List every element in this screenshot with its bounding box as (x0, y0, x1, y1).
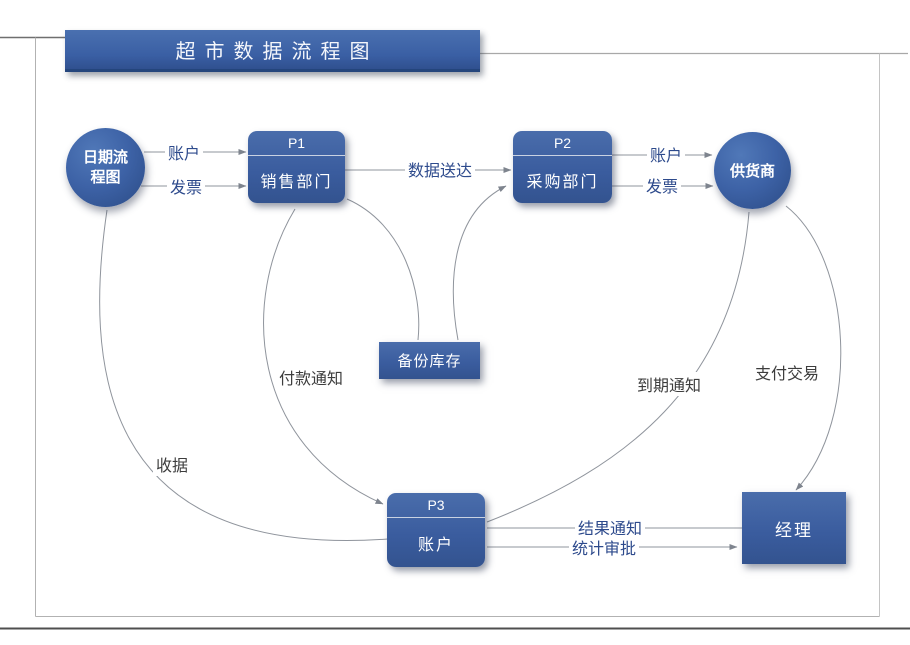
edge-label-stats-approval: 统计审批 (568, 535, 640, 559)
diagram-title-banner: 超市数据流程图 (65, 30, 480, 72)
node-backup-store: 备份库存 (379, 342, 480, 379)
edge-label-payment-notice: 付款通知 (275, 365, 347, 389)
edge-label-account-right: 账户 (646, 142, 686, 166)
edge-p1-store-curve (346, 198, 420, 341)
edge-label-account-left: 账户 (164, 140, 204, 164)
edge-store-p2-curve (452, 185, 507, 341)
node-p1-label: 销售部门 (260, 173, 333, 191)
edge-p3-supplier-due-curve (486, 211, 750, 523)
edge-dateflow-p3-receipt-curve (99, 209, 389, 541)
node-supplier: 供货商 (714, 132, 791, 209)
node-date-flow-label: 日期流程图 (82, 149, 128, 186)
node-p3-account: P3 账户 (387, 493, 485, 567)
edge-supplier-manager-pay-curve (785, 205, 842, 491)
edge-label-due-notice: 到期通知 (633, 372, 705, 396)
node-date-flow: 日期流程图 (66, 128, 145, 207)
node-p2-id: P2 (513, 131, 612, 156)
edge-label-data-delivery: 数据送达 (404, 157, 476, 181)
node-p1-sales: P1 销售部门 (248, 131, 345, 203)
node-manager: 经理 (742, 492, 846, 564)
diagram-title: 超市数据流程图 (175, 39, 379, 63)
edge-p1-p3-payment-curve (263, 208, 384, 505)
node-supplier-label: 供货商 (729, 163, 775, 180)
node-p1-id: P1 (248, 131, 345, 156)
node-manager-label: 经理 (775, 520, 813, 540)
edge-label-payment-transaction: 支付交易 (751, 360, 823, 384)
node-backup-store-label: 备份库存 (397, 353, 462, 370)
node-p2-label: 采购部门 (526, 173, 599, 191)
node-p2-purchasing: P2 采购部门 (513, 131, 612, 203)
edge-label-invoice-left: 发票 (166, 174, 206, 198)
edge-label-invoice-right: 发票 (642, 173, 682, 197)
edge-label-receipt: 收据 (152, 452, 192, 476)
node-p3-id: P3 (387, 493, 485, 518)
node-p3-label: 账户 (417, 536, 454, 554)
